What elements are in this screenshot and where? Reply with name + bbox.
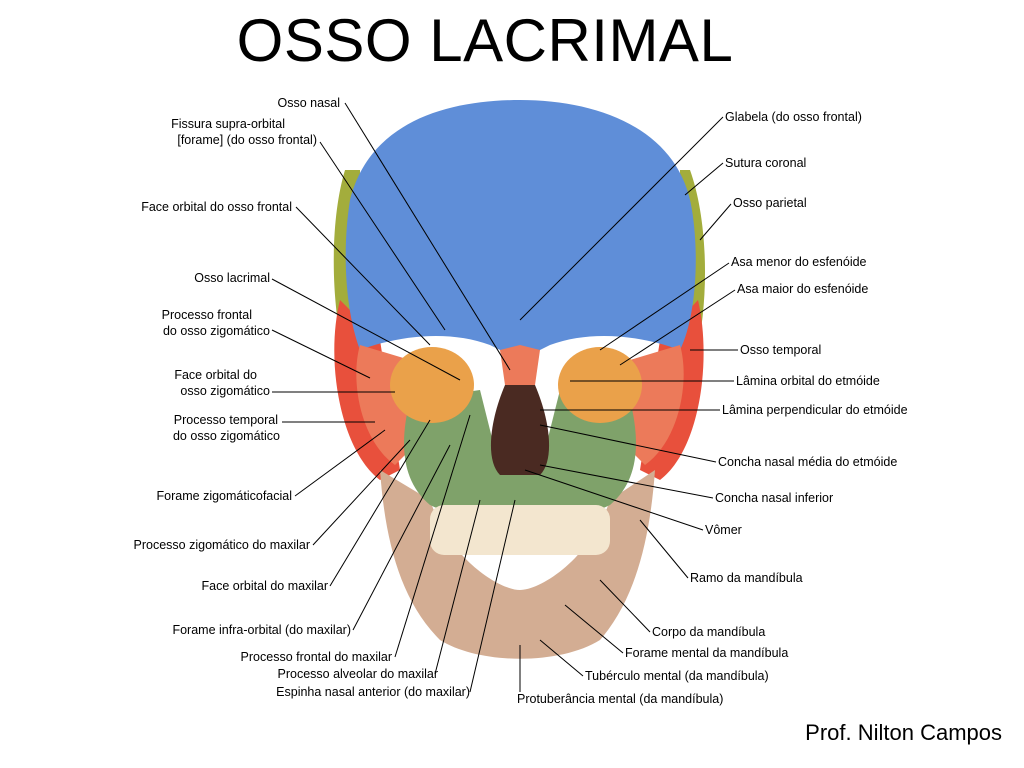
label-concha-inferior: Concha nasal inferior bbox=[715, 491, 834, 505]
label-osso-parietal: Osso parietal bbox=[733, 196, 807, 210]
label-asa-maior: Asa maior do esfenóide bbox=[737, 282, 869, 296]
zygomatic-bone bbox=[356, 345, 684, 465]
nasal-bone bbox=[500, 345, 540, 385]
label-espinha-nasal: Espinha nasal anterior (do maxilar) bbox=[276, 685, 470, 699]
label-forame-frontal: [forame] (do osso frontal) bbox=[177, 133, 317, 147]
label-face-orbital-frontal: Face orbital do osso frontal bbox=[141, 200, 292, 214]
label-osso-zigomatico: osso zigomático bbox=[180, 384, 270, 398]
label-fissura-supra-orbital: Fissura supra-orbital bbox=[171, 117, 285, 131]
mandible-bone bbox=[380, 470, 655, 659]
label-face-orbital-maxilar: Face orbital do maxilar bbox=[201, 579, 328, 593]
label-protuberancia-mental: Protuberância mental (da mandíbula) bbox=[517, 692, 724, 706]
author-credit: Prof. Nilton Campos bbox=[805, 720, 1002, 745]
label-ramo-mandibula: Ramo da mandíbula bbox=[690, 571, 803, 585]
label-forame-infra-orbital: Forame infra-orbital (do maxilar) bbox=[172, 623, 351, 637]
label-sutura-coronal: Sutura coronal bbox=[725, 156, 807, 170]
right-orbit bbox=[390, 347, 474, 423]
label-forame-zigomaticofacial: Forame zigomáticofacial bbox=[156, 489, 292, 503]
label-do-osso-zigomatico-1: do osso zigomático bbox=[162, 324, 270, 338]
label-tuberculo-mental: Tubérculo mental (da mandíbula) bbox=[585, 669, 769, 683]
label-face-orbital-do: Face orbital do bbox=[174, 368, 257, 382]
label-glabela: Glabela (do osso frontal) bbox=[725, 110, 862, 124]
frontal-bone bbox=[345, 100, 696, 360]
label-do-osso-zigomatico-2: do osso zigomático bbox=[172, 429, 280, 443]
label-processo-frontal-maxilar: Processo frontal do maxilar bbox=[240, 650, 392, 664]
slide-title: OSSO LACRIMAL bbox=[236, 7, 734, 74]
leader-lines bbox=[271, 102, 738, 693]
label-lamina-perpendicular: Lâmina perpendicular do etmóide bbox=[722, 403, 908, 417]
label-concha-media: Concha nasal média do etmóide bbox=[718, 455, 898, 469]
label-osso-lacrimal: Osso lacrimal bbox=[194, 271, 270, 285]
label-vomer: Vômer bbox=[705, 523, 742, 537]
label-processo-frontal: Processo frontal bbox=[161, 308, 252, 322]
label-osso-temporal: Osso temporal bbox=[740, 343, 822, 357]
label-osso-nasal: Osso nasal bbox=[277, 96, 340, 110]
label-lamina-orbital: Lâmina orbital do etmóide bbox=[736, 374, 880, 388]
nasal-cavity bbox=[490, 385, 550, 475]
left-orbit bbox=[558, 347, 642, 423]
label-processo-temporal: Processo temporal bbox=[173, 413, 278, 427]
label-processo-alveolar: Processo alveolar do maxilar bbox=[277, 667, 439, 681]
label-corpo-mandibula: Corpo da mandíbula bbox=[652, 625, 766, 639]
temporal-bone bbox=[334, 300, 704, 480]
label-asa-menor: Asa menor do esfenóide bbox=[731, 255, 867, 269]
teeth bbox=[430, 505, 610, 555]
label-processo-zigomatico-maxilar: Processo zigomático do maxilar bbox=[133, 538, 310, 552]
label-forame-mental: Forame mental da mandíbula bbox=[625, 646, 789, 660]
